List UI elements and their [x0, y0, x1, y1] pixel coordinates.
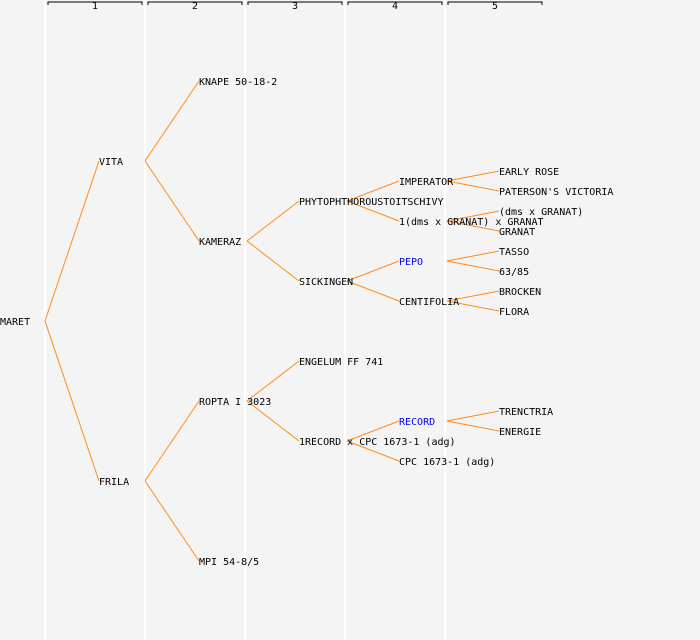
- pedigree-node: MPI 54-8/5: [199, 557, 259, 568]
- pedigree-connector: [144, 80, 200, 162]
- pedigree-connector: [446, 170, 500, 182]
- pedigree-node: (dms x GRANAT): [499, 207, 583, 218]
- pedigree-connector: [246, 360, 300, 402]
- pedigree-connector: [346, 440, 400, 462]
- pedigree-node: CENTIFOLIA: [399, 297, 459, 308]
- generation-bracket: [247, 1, 343, 5]
- pedigree-connector: [346, 260, 400, 282]
- pedigree-connector: [144, 160, 200, 242]
- pedigree-connector: [346, 200, 400, 222]
- pedigree-node: MARET: [0, 317, 30, 328]
- pedigree-connector: [144, 400, 200, 482]
- pedigree-node: ROPTA I 3023: [199, 397, 271, 408]
- pedigree-node: IMPERATOR: [399, 177, 454, 188]
- pedigree-connector: [446, 300, 500, 312]
- pedigree-connector: [446, 410, 500, 422]
- pedigree-connector: [446, 250, 500, 262]
- pedigree-node: ENGELUM FF 741: [299, 357, 383, 368]
- generation-bracket: [347, 1, 443, 5]
- pedigree-node: 63/85: [499, 267, 529, 278]
- pedigree-connector: [246, 400, 300, 442]
- pedigree-connector: [346, 280, 400, 302]
- pedigree-node: PHYTOPHTHOROUSTOITSCHIVY: [299, 197, 444, 208]
- generation-bracket: [447, 1, 543, 5]
- pedigree-connector: [446, 420, 500, 432]
- pedigree-node: KNAPE 50-18-2: [199, 77, 277, 88]
- pedigree-node: RECORD: [399, 417, 435, 428]
- pedigree-node: CPC 1673-1 (adg): [399, 457, 495, 468]
- generation-label: 2: [192, 1, 198, 12]
- pedigree-connector: [346, 420, 400, 442]
- pedigree-node: TASSO: [499, 247, 529, 258]
- generation-label: 4: [392, 1, 398, 12]
- pedigree-connector: [246, 200, 300, 242]
- pedigree-connector: [346, 180, 400, 202]
- pedigree-node: FLORA: [499, 307, 529, 318]
- pedigree-node: FRILA: [99, 477, 129, 488]
- pedigree-connector: [446, 290, 500, 302]
- generation-label: 1: [92, 1, 98, 12]
- pedigree-node: BROCKEN: [499, 287, 541, 298]
- pedigree-node: SICKINGEN: [299, 277, 353, 288]
- pedigree-connector: [446, 180, 500, 192]
- pedigree-node: VITA: [99, 157, 123, 168]
- pedigree-connector: [446, 220, 500, 232]
- generation-bracket: [147, 1, 243, 5]
- pedigree-connector: [144, 480, 200, 562]
- pedigree-node: KAMERAZ: [199, 237, 241, 248]
- pedigree-node: GRANAT: [499, 227, 535, 238]
- pedigree-node: EARLY ROSE: [499, 167, 559, 178]
- pedigree-connector: [446, 260, 500, 272]
- pedigree-connector: [446, 210, 500, 222]
- pedigree-node: PATERSON'S VICTORIA: [499, 187, 613, 198]
- pedigree-node: 1RECORD x CPC 1673-1 (adg): [299, 437, 456, 448]
- pedigree-node: TRENCTRIA: [499, 407, 553, 418]
- pedigree-connector: [246, 240, 300, 282]
- pedigree-node: ENERGIE: [499, 427, 541, 438]
- generation-label: 5: [492, 1, 498, 12]
- generation-label: 3: [292, 1, 298, 12]
- pedigree-node: 1(dms x GRANAT) x GRANAT: [399, 217, 544, 228]
- pedigree-connector: [44, 160, 100, 322]
- pedigree-connector: [44, 320, 100, 482]
- pedigree-node: PEPO: [399, 257, 423, 268]
- generation-bracket: [47, 1, 143, 5]
